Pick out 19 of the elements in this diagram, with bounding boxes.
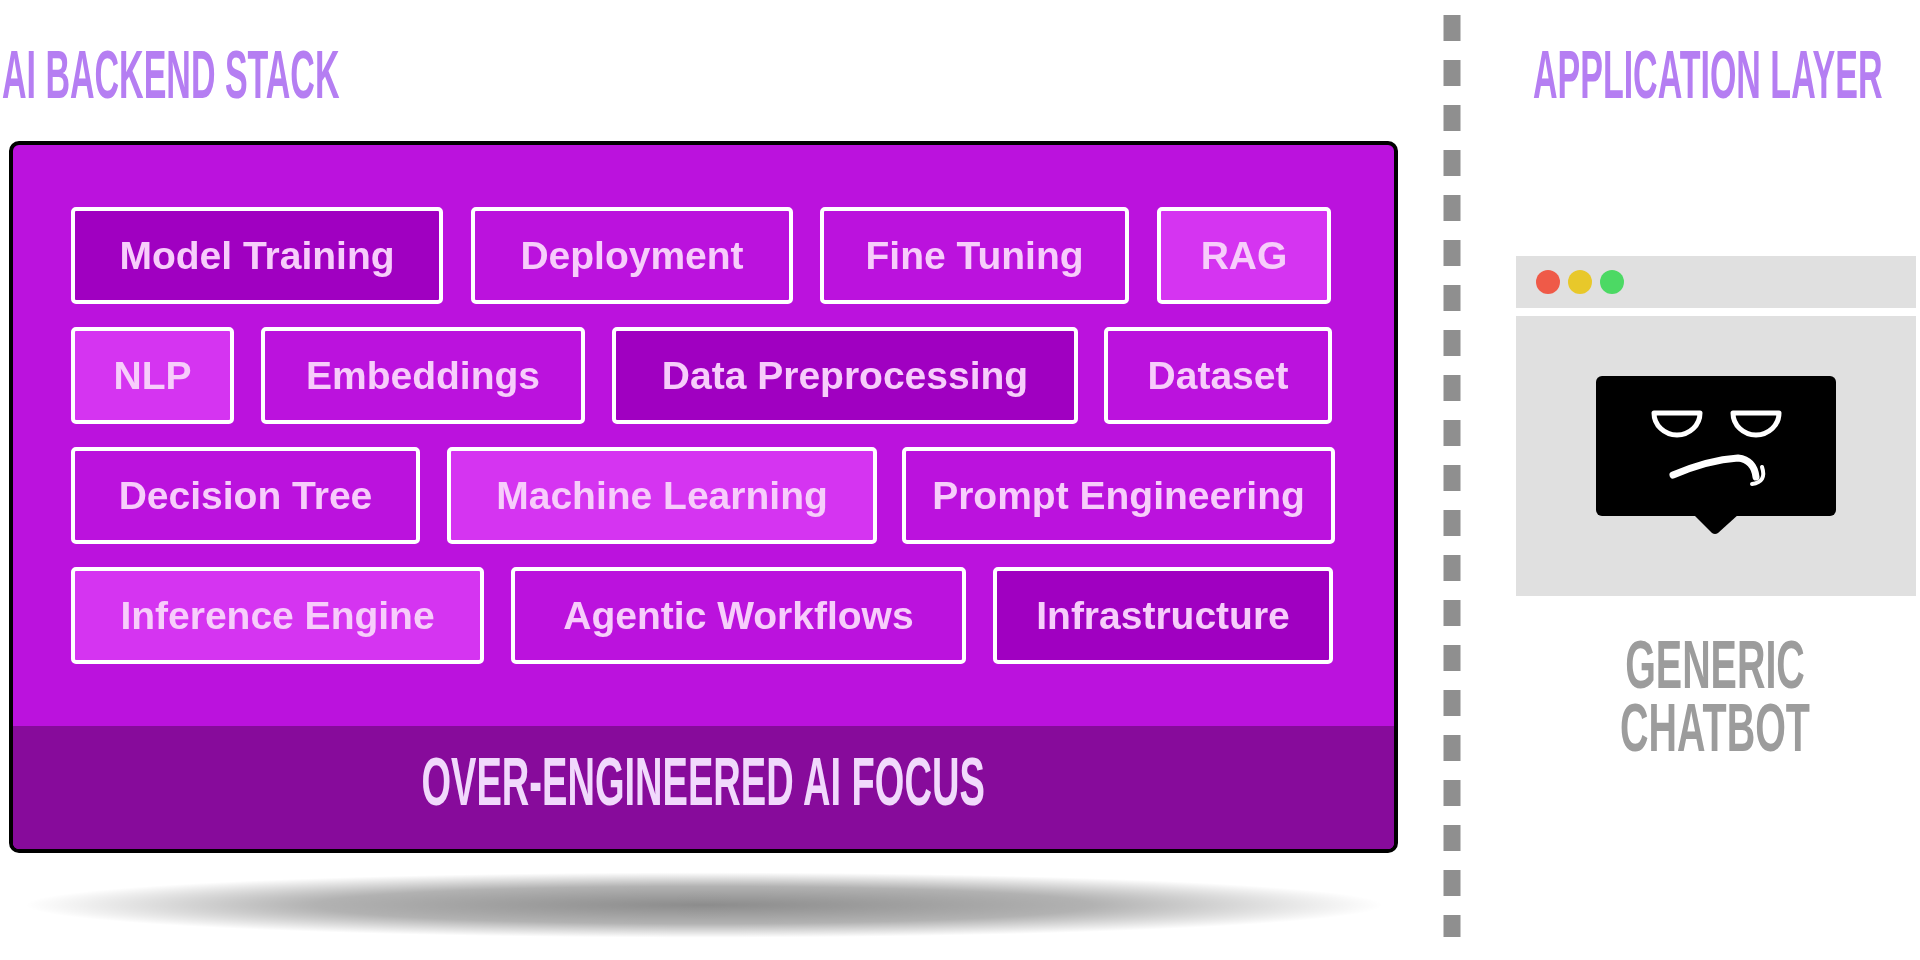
section-heading: AI BACKEND STACK [2,40,340,108]
stack-tile: Data Preprocessing [612,327,1078,424]
caption-text: GENERIC CHATBOT [1619,633,1811,759]
stack-tile: RAG [1157,207,1331,304]
stack-tile: Decision Tree [71,447,420,544]
band-title: OVER-ENGINEERED AI FOCUS [421,747,986,815]
stack-tile: NLP [71,327,234,424]
section-heading: APPLICATION LAYER [1533,40,1883,108]
stack-tile: Infrastructure [993,567,1333,664]
stack-tile: Embeddings [261,327,585,424]
stack-tile: Agentic Workflows [511,567,966,664]
stack-tile: Machine Learning [447,447,877,544]
stack-tile: Fine Tuning [820,207,1129,304]
stack-tile: Inference Engine [71,567,484,664]
stack-tile: Model Training [71,207,443,304]
stack-tile: Prompt Engineering [902,447,1335,544]
stack-tile: Deployment [471,207,793,304]
footer-band [13,726,1394,849]
stack-tile: Dataset [1104,327,1332,424]
